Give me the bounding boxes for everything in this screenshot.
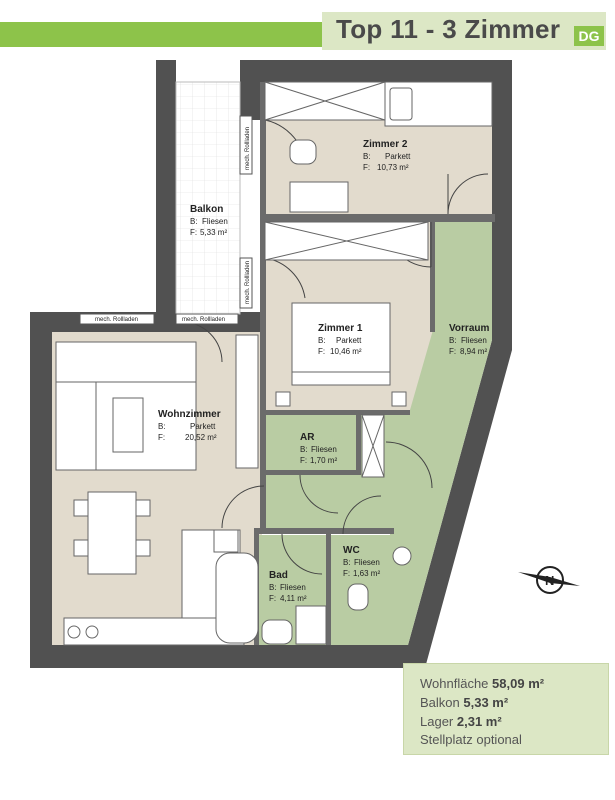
- zimmer2-floor-label: B:: [363, 152, 371, 161]
- summary-wohnflaeche: Wohnfläche 58,09 m²: [420, 676, 544, 691]
- summary-lager: Lager 2,31 m²: [420, 714, 502, 729]
- bad-floor: Fliesen: [280, 583, 306, 592]
- ar-floor-label: B:: [300, 445, 308, 454]
- wohnzimmer-floor-label: B:: [158, 422, 166, 431]
- north-arrow-icon: N: [518, 566, 580, 594]
- lager-value: 2,31 m²: [456, 714, 502, 729]
- bad-area: 4,11 m²: [280, 594, 307, 603]
- wc-name: WC: [343, 545, 360, 556]
- zimmer2-floor: Parkett: [385, 152, 411, 161]
- shutter-label-3: mech. Rollladen: [95, 317, 138, 323]
- balkon-label: Balkon: [420, 695, 460, 710]
- zimmer2-area-label: F:: [363, 163, 370, 172]
- wohnzimmer-area-label: F:: [158, 433, 165, 442]
- shutter-labels: mech. Rollladen mech. Rollladen mech. Ro…: [95, 127, 251, 323]
- balkon-area: 5,33 m²: [200, 228, 227, 237]
- vorraum-area: 8,94 m²: [460, 347, 487, 356]
- bad-name: Bad: [269, 570, 288, 581]
- lager-label: Lager: [420, 714, 454, 729]
- furniture: [55, 81, 493, 646]
- zimmer2-area: 10,73 m²: [377, 163, 409, 172]
- wc-floor-label: B:: [343, 558, 351, 567]
- zimmer1-floor-label: B:: [318, 336, 326, 345]
- title-box: [322, 12, 606, 50]
- wc-area: 1,63 m²: [353, 569, 380, 578]
- wc-floor: Fliesen: [354, 558, 380, 567]
- vorraum-name: Vorraum: [449, 323, 489, 334]
- summary-box: Wohnfläche 58,09 m² Balkon 5,33 m² Lager…: [403, 663, 609, 755]
- zimmer1-area-label: F:: [318, 347, 325, 356]
- wohnzimmer-floor: Parkett: [190, 422, 216, 431]
- ar-name: AR: [300, 432, 315, 443]
- wohnflaeche-value: 58,09 m²: [492, 676, 545, 691]
- balkon-name: Balkon: [190, 204, 223, 215]
- room-labels: Zimmer 2 B: Parkett F: 10,73 m² Balkon B…: [158, 139, 489, 603]
- doors: [181, 119, 489, 575]
- balkon-area: [175, 81, 241, 315]
- summary-balkon: Balkon 5,33 m²: [420, 695, 508, 710]
- zimmer2-name: Zimmer 2: [363, 139, 408, 150]
- shutter-label-2: mech. Rollladen: [245, 261, 251, 304]
- bad-floor-label: B:: [269, 583, 277, 592]
- ar-area: 1,70 m²: [310, 456, 337, 465]
- compass-letter: N: [545, 573, 554, 588]
- exterior-walls: [30, 60, 512, 668]
- ar-area-label: F:: [300, 456, 307, 465]
- wc-area-label: F:: [343, 569, 350, 578]
- balkon-floor: Fliesen: [202, 217, 228, 226]
- summary-stellplatz: Stellplatz optional: [420, 732, 522, 747]
- wohnzimmer-area: 20,52 m²: [185, 433, 217, 442]
- wohnflaeche-label: Wohnfläche: [420, 676, 489, 691]
- vorraum-area-label: F:: [449, 347, 456, 356]
- shutter-label-4: mech. Rollladen: [182, 317, 225, 323]
- balkon-area-label: F:: [190, 228, 197, 237]
- balkon-value: 5,33 m²: [463, 695, 509, 710]
- ar-floor: Fliesen: [311, 445, 337, 454]
- header-accent-bar: [0, 22, 322, 47]
- shutter-label-1: mech. Rollladen: [245, 127, 251, 170]
- wohnzimmer-name: Wohnzimmer: [158, 409, 221, 420]
- vorraum-floor-label: B:: [449, 336, 457, 345]
- balkon-floor-label: B:: [190, 217, 198, 226]
- floor-badge: DG: [574, 26, 604, 46]
- zimmer1-area: 10,46 m²: [330, 347, 362, 356]
- vorraum-floor: Fliesen: [461, 336, 487, 345]
- bad-area-label: F:: [269, 594, 276, 603]
- ar-area: [265, 414, 357, 470]
- page-title: Top 11 - 3 Zimmer: [336, 14, 561, 44]
- zimmer1-floor: Parkett: [336, 336, 362, 345]
- shutters: [79, 115, 253, 325]
- zimmer1-name: Zimmer 1: [318, 323, 363, 334]
